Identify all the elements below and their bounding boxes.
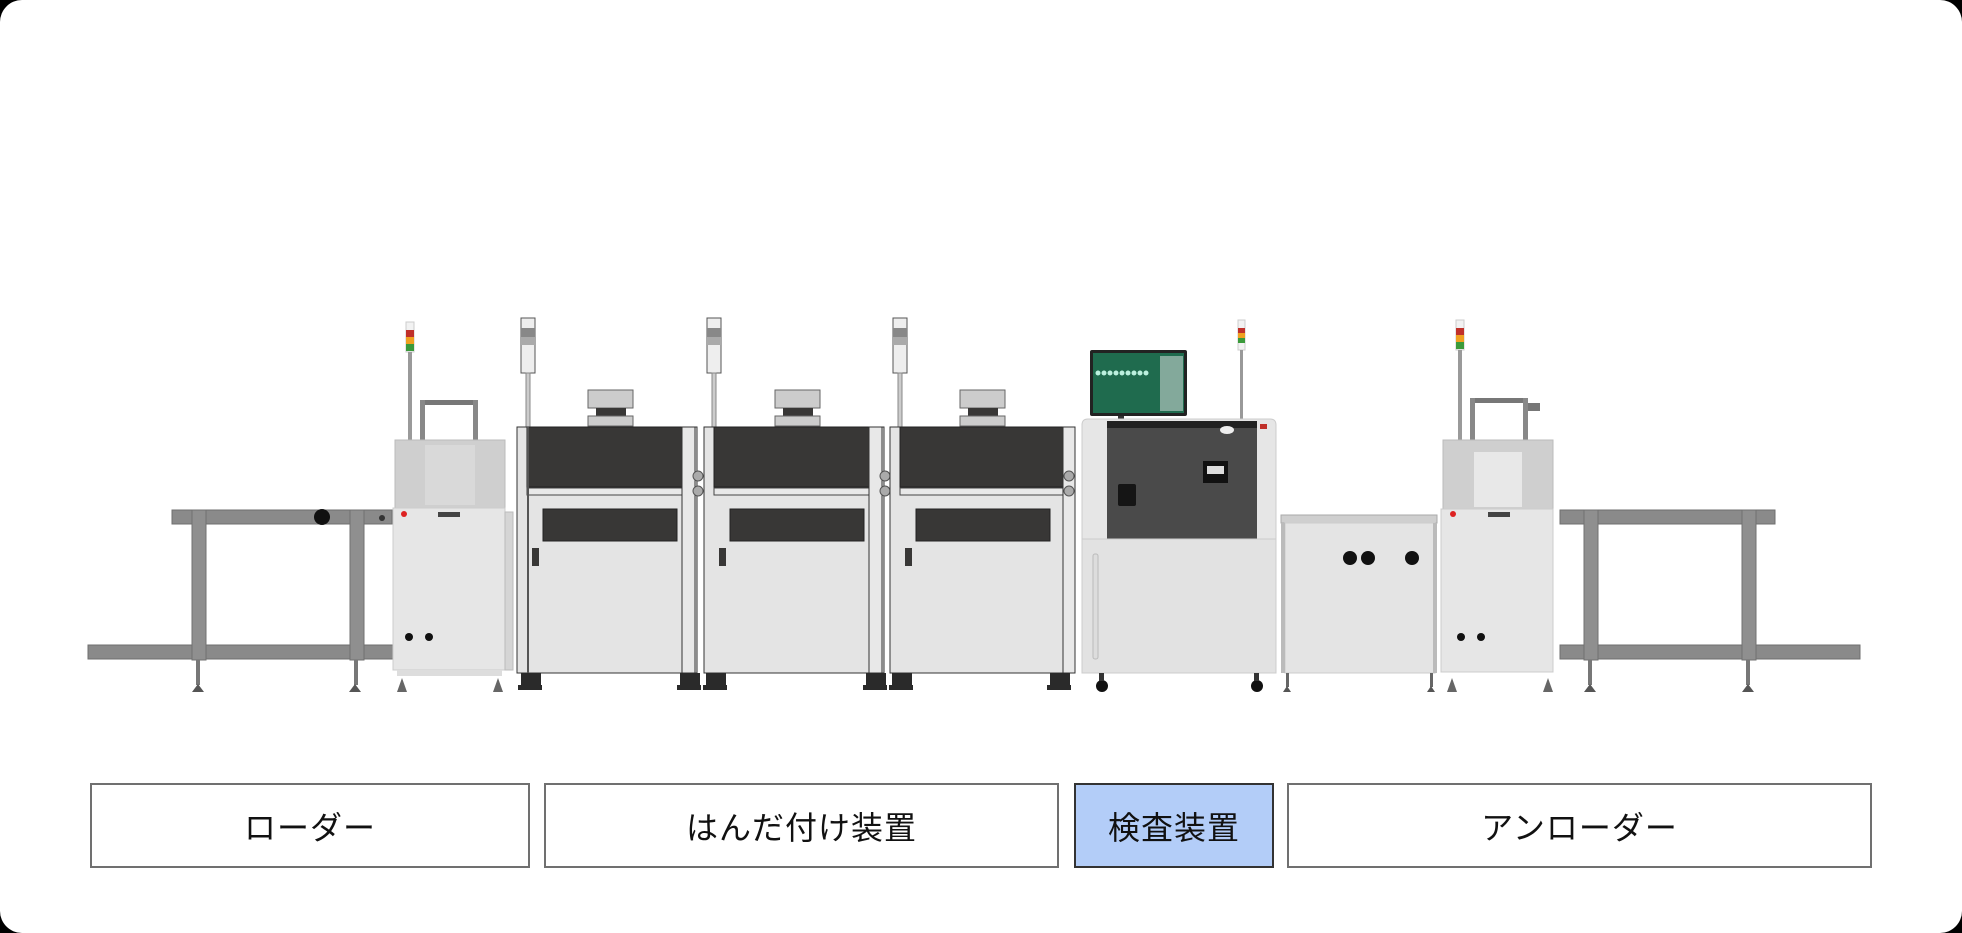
station-button-soldering[interactable]: はんだ付け装置	[544, 783, 1059, 868]
station-label: ローダー	[243, 808, 376, 847]
soldering-units	[516, 317, 1076, 690]
station-label: はんだ付け装置	[685, 808, 917, 847]
soldering-unit-3	[889, 317, 1076, 674]
station-label: 検査装置	[1107, 808, 1240, 847]
buffer-unit	[1280, 514, 1438, 692]
production-line-illustration	[87, 317, 1861, 692]
unloader-machine	[1440, 319, 1554, 692]
station-label: アンローダー	[1481, 808, 1678, 847]
soldering-unit-2	[703, 317, 891, 674]
station-button-unloader[interactable]: アンローダー	[1287, 783, 1872, 868]
inspection-machine	[1081, 319, 1277, 692]
station-button-loader[interactable]: ローダー	[90, 783, 530, 868]
soldering-unit-1	[516, 317, 704, 674]
left-conveyor	[87, 509, 394, 692]
station-button-inspection[interactable]: 検査装置	[1074, 783, 1274, 868]
loader-machine	[392, 321, 514, 692]
right-conveyor	[1559, 509, 1861, 692]
